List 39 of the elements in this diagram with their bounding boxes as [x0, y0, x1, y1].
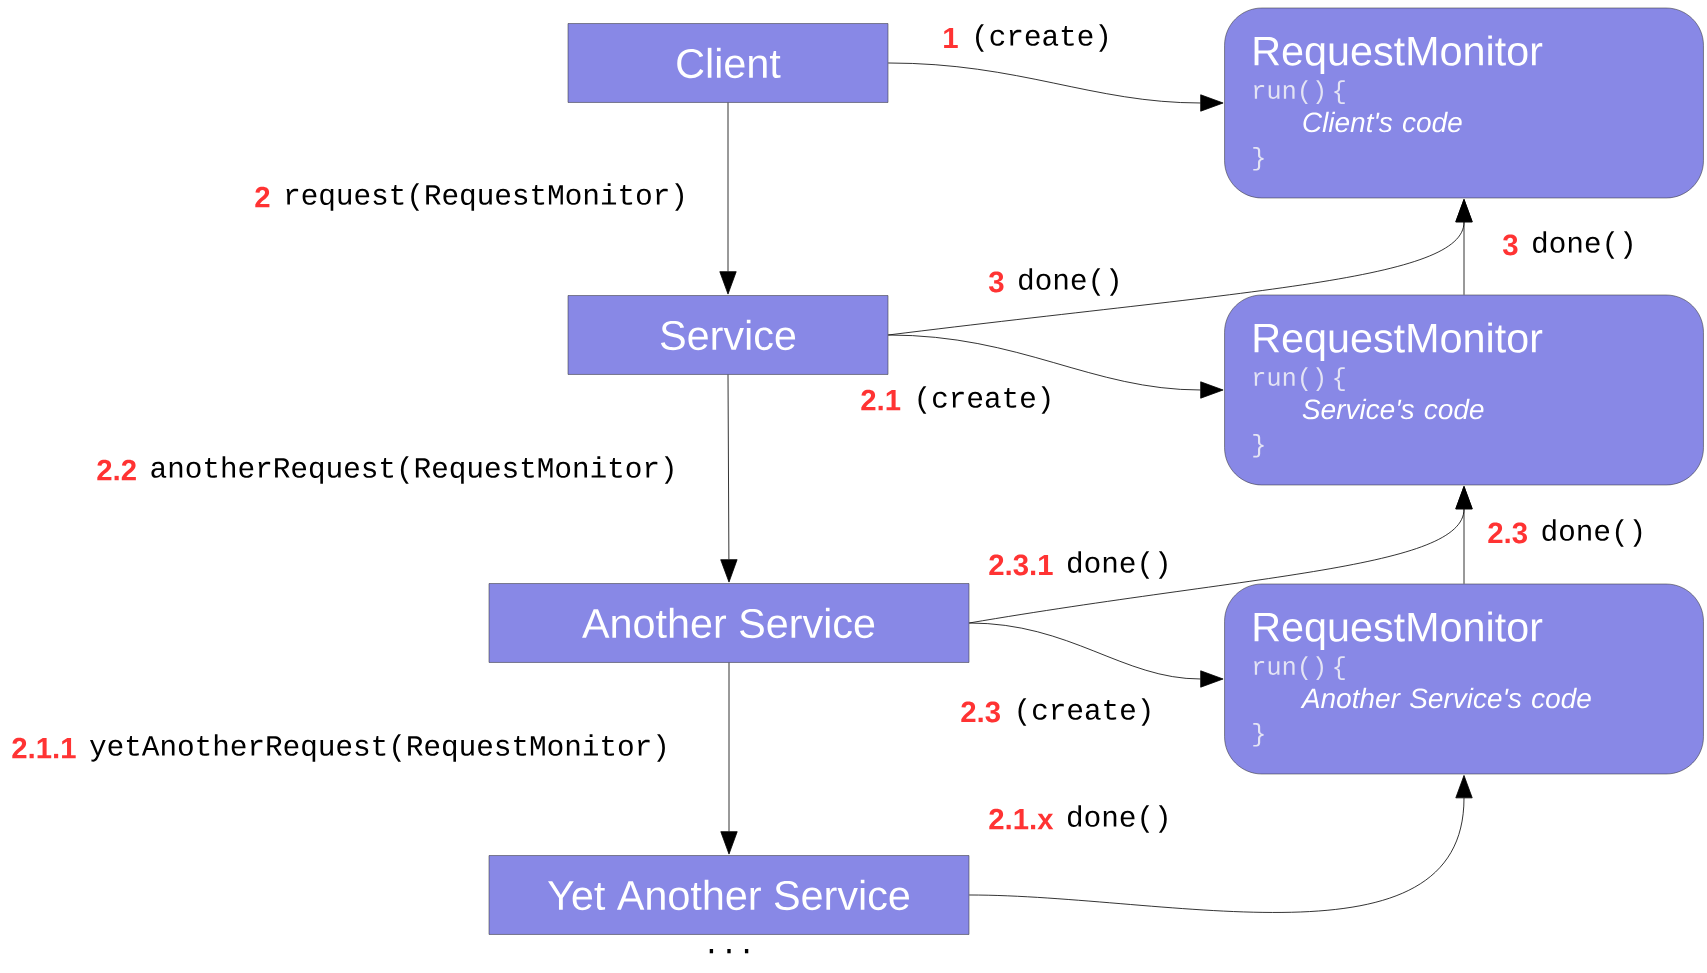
edge-label: anotherRequest(RequestMonitor)	[151, 456, 673, 484]
edge-label: done()	[1068, 805, 1167, 833]
step-number: 1	[944, 27, 958, 49]
arrow	[719, 102, 737, 295]
edge-label: request(RequestMonitor)	[286, 183, 683, 211]
step-number: 2.1.1	[12, 737, 76, 759]
edge-label: yetAnotherRequest(RequestMonitor)	[90, 734, 665, 762]
monitor-box: RequestMonitor run() { Service's code }	[1224, 294, 1704, 486]
arrow	[968, 622, 1224, 688]
step-number: 2.1	[861, 389, 901, 411]
edge-label: (create)	[1018, 698, 1150, 726]
edge-label: done()	[1533, 231, 1632, 259]
arrow	[968, 775, 1473, 913]
service-box: Another Service	[488, 583, 970, 663]
edge-label: (create)	[976, 24, 1107, 52]
monitor-box: RequestMonitor run() { Another Service's code }	[1224, 583, 1704, 775]
ellipsis: ...	[709, 949, 749, 954]
edge-label: done()	[1019, 268, 1118, 296]
step-number: 2	[255, 186, 270, 208]
edge-label: done()	[1542, 519, 1642, 547]
step-number: 2.3.1	[989, 554, 1053, 576]
monitor-box: RequestMonitor run() { Client's code }	[1224, 7, 1704, 199]
arrow	[720, 374, 738, 583]
step-number: 3	[1502, 234, 1518, 256]
arrow	[887, 62, 1224, 112]
arrow	[887, 334, 1224, 399]
edge-label: done()	[1068, 551, 1167, 579]
service-box: Yet Another Service	[488, 855, 970, 935]
arrow	[1455, 199, 1473, 296]
step-number: 2.1.x	[989, 808, 1054, 830]
step-number: 2.2	[97, 459, 136, 481]
step-number: 2.3	[1488, 522, 1527, 544]
arrow	[1455, 486, 1473, 585]
arrow	[720, 662, 738, 855]
edge-label: (create)	[918, 386, 1050, 414]
step-number: 3	[988, 271, 1004, 293]
service-box: Service	[567, 295, 889, 375]
step-number: 2.3	[961, 701, 1000, 723]
service-box: Client	[567, 23, 889, 103]
